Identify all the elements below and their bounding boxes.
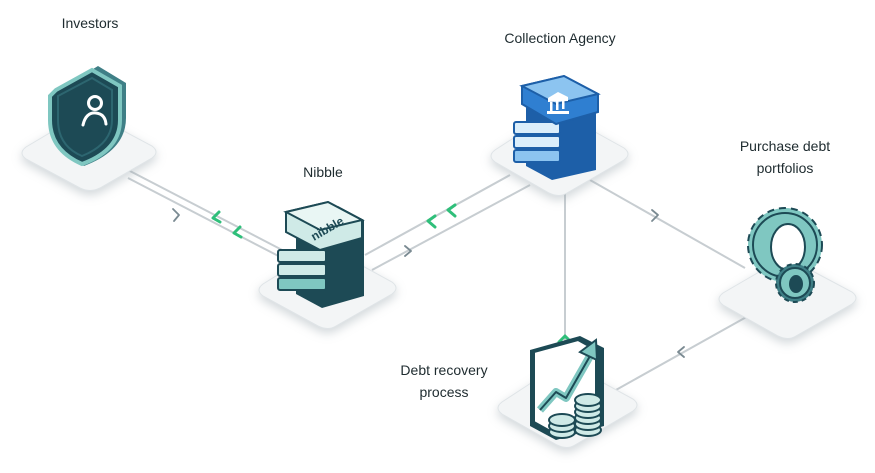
label-investors-text: Investors <box>61 15 119 31</box>
label-nibble-text: Nibble <box>303 164 343 180</box>
label-purchase: Purchase debt portfolios <box>720 135 850 179</box>
line-investors-to-nibble <box>127 177 291 263</box>
line-purchase-to-recovery <box>597 314 751 401</box>
server-stack-icon: nibble <box>277 200 365 308</box>
arrow-gray-right-1 <box>172 208 180 222</box>
arrow-green-left-2 <box>232 225 243 239</box>
growth-chart-coins-icon <box>530 336 604 440</box>
label-purchase-line1: Purchase debt <box>739 138 831 154</box>
line-agency-to-nibble <box>364 174 511 256</box>
label-debt-recovery: Debt recovery process <box>384 359 504 403</box>
label-debt-recovery-line2: process <box>419 384 469 400</box>
label-collection-agency-text: Collection Agency <box>504 30 616 46</box>
connector-lines <box>127 169 751 401</box>
coin-stack-right <box>574 393 602 437</box>
bank-server-icon <box>513 74 601 180</box>
arrow-green-left-4 <box>426 214 437 229</box>
label-purchase-line2: portfolios <box>756 160 814 176</box>
arrow-gray-left <box>677 346 685 358</box>
line-nibble-to-agency <box>371 184 531 271</box>
label-nibble: Nibble <box>283 161 363 183</box>
arrow-green-left-3 <box>446 203 457 218</box>
arrow-gray-right-2 <box>404 245 412 257</box>
line-nibble-to-investors <box>127 169 287 253</box>
arrow-green-left-1 <box>211 210 222 224</box>
line-agency-to-purchase <box>589 179 746 269</box>
arrowheads <box>172 203 685 358</box>
shield-user-icon <box>48 66 126 167</box>
gears-icon <box>747 207 823 303</box>
arrow-gray-right-3 <box>651 209 659 222</box>
label-collection-agency: Collection Agency <box>485 27 635 49</box>
coin-stack-left <box>548 413 576 439</box>
label-investors: Investors <box>40 12 140 34</box>
label-debt-recovery-line1: Debt recovery <box>400 362 488 378</box>
